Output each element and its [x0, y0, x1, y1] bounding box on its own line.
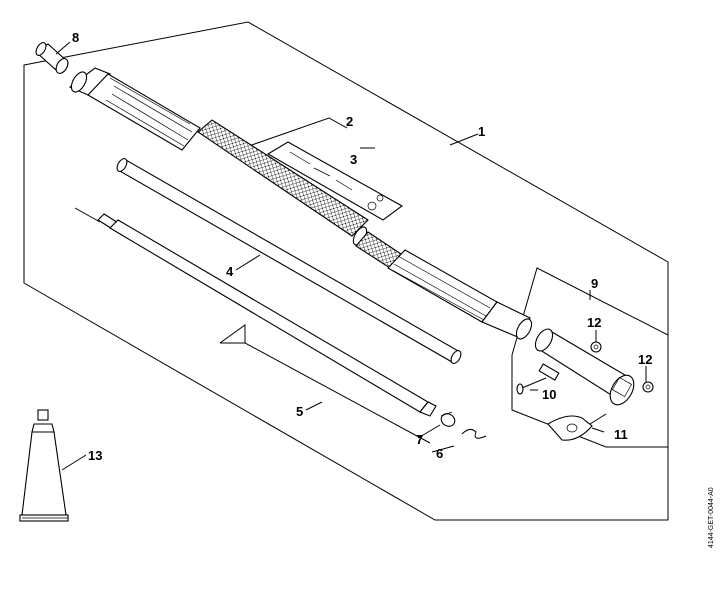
wing-screw-11 — [547, 413, 607, 441]
callout-5: 5 — [296, 404, 303, 419]
assembly-frame — [23, 21, 669, 521]
subassembly-frame — [511, 267, 669, 448]
label-bracket — [242, 117, 348, 149]
callout-12b: 12 — [638, 352, 652, 367]
callout-6: 6 — [436, 446, 443, 461]
sleeve-7 — [440, 411, 456, 427]
callout-8: 8 — [72, 30, 79, 45]
rod-bracket — [219, 324, 431, 444]
callout-1: 1 — [478, 124, 485, 139]
callout-2: 2 — [346, 114, 353, 129]
clamp-9 — [534, 328, 635, 406]
screw-10 — [516, 377, 547, 395]
callout-11: 11 — [614, 427, 628, 442]
callout-9: 9 — [591, 276, 598, 291]
drive-tube-4 — [116, 158, 462, 364]
callout-7: 7 — [416, 432, 423, 447]
grease-tube-13 — [19, 409, 69, 522]
reference-code: 4144-GET-0044-A0 — [708, 487, 715, 548]
nut-12a — [590, 341, 602, 353]
clip-6 — [461, 428, 487, 439]
callout-3: 3 — [350, 152, 357, 167]
drive-shaft-5 — [74, 207, 437, 417]
callout-13: 13 — [88, 448, 102, 463]
tube-assembly-1 — [68, 67, 533, 340]
callout-10: 10 — [542, 387, 556, 402]
warning-label-3 — [266, 141, 404, 221]
nut-12b — [642, 381, 654, 393]
callout-4: 4 — [226, 264, 234, 279]
end-cap-8 — [35, 42, 69, 74]
callout-12a: 12 — [587, 315, 601, 330]
leader-lines — [55, 41, 647, 471]
